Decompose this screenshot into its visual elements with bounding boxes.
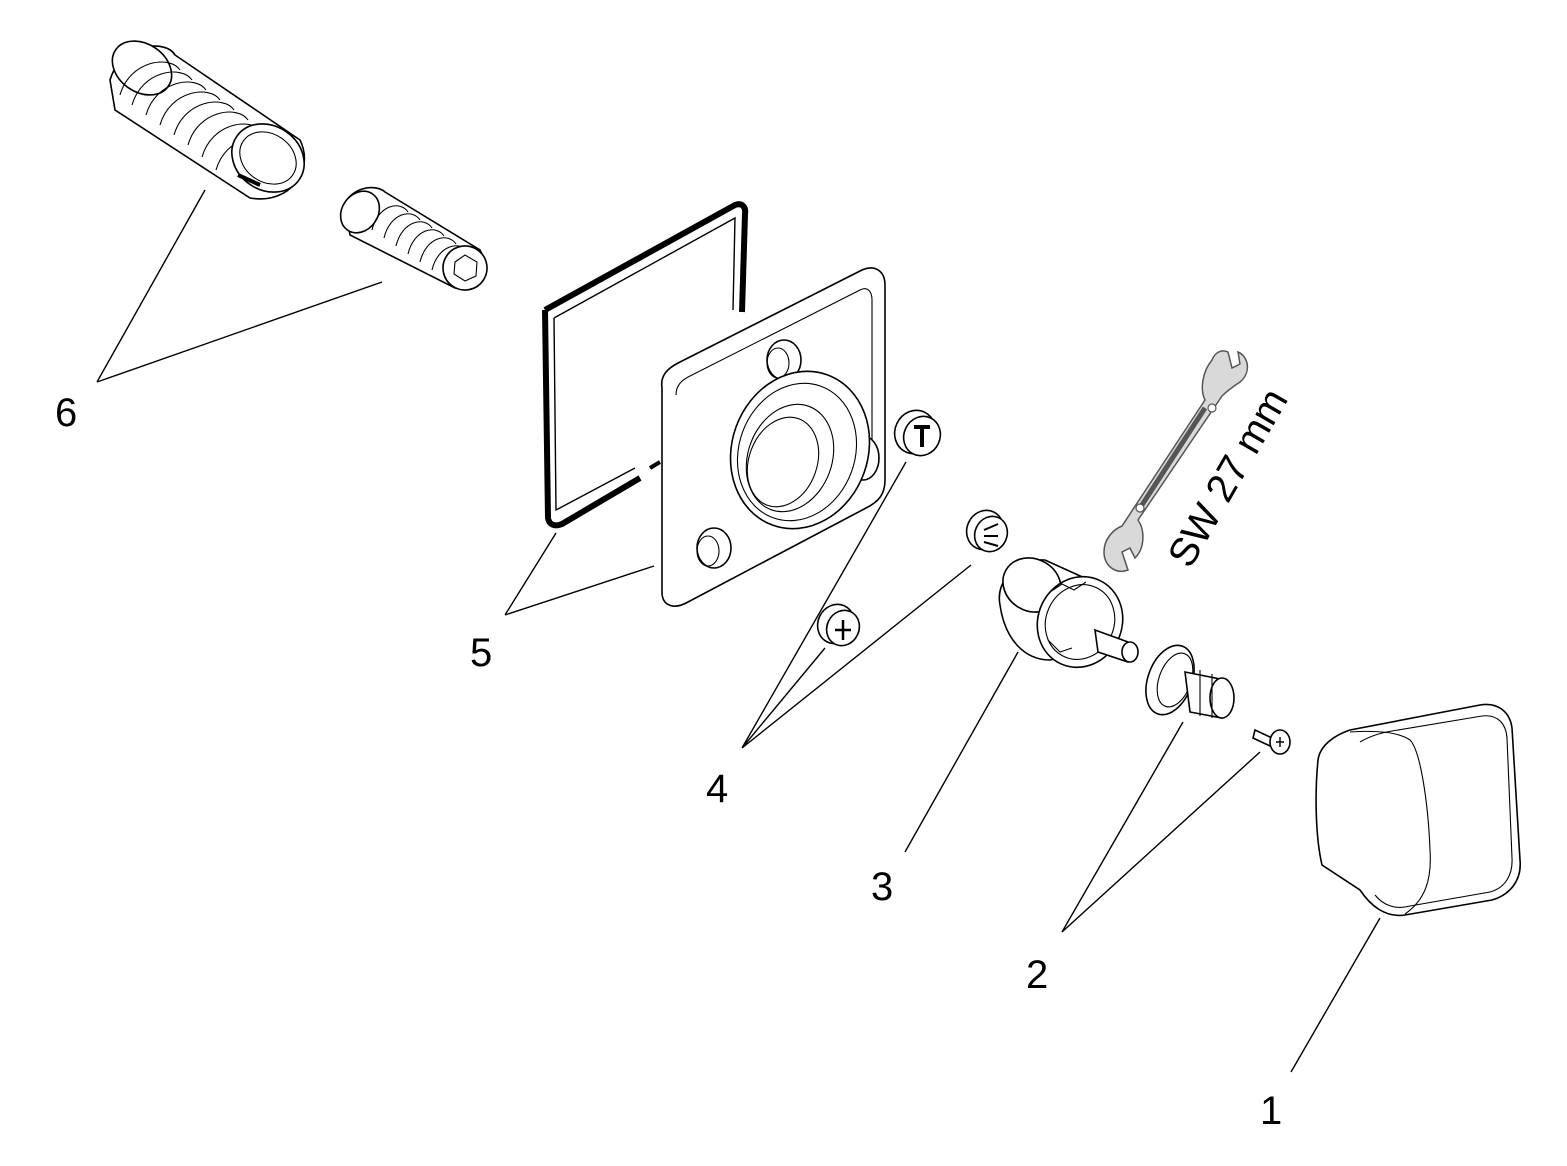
callout-6: 6 xyxy=(55,391,77,435)
cover-plate xyxy=(660,267,886,607)
leader-lines xyxy=(96,189,1381,1073)
handle-knob xyxy=(1315,703,1521,917)
indicator-cap-shower xyxy=(965,509,1009,553)
callout-1: 1 xyxy=(1260,1089,1282,1133)
cartridge xyxy=(998,557,1139,669)
callout-2: 2 xyxy=(1026,953,1048,997)
adapter-ring xyxy=(1145,644,1235,719)
wrench-icon xyxy=(1103,350,1249,572)
indicator-cap-hot xyxy=(893,409,942,457)
callout-5: 5 xyxy=(470,631,492,675)
callout-3: 3 xyxy=(871,865,893,909)
screw xyxy=(1252,728,1291,755)
threaded-sleeve-large xyxy=(109,40,306,200)
threaded-sleeve-small xyxy=(339,186,488,291)
gasket-seal xyxy=(542,201,749,529)
callout-4: 4 xyxy=(706,767,728,811)
wrench-size-label: SW 27 mm xyxy=(1160,381,1297,574)
indicator-cap-tub xyxy=(816,603,861,647)
